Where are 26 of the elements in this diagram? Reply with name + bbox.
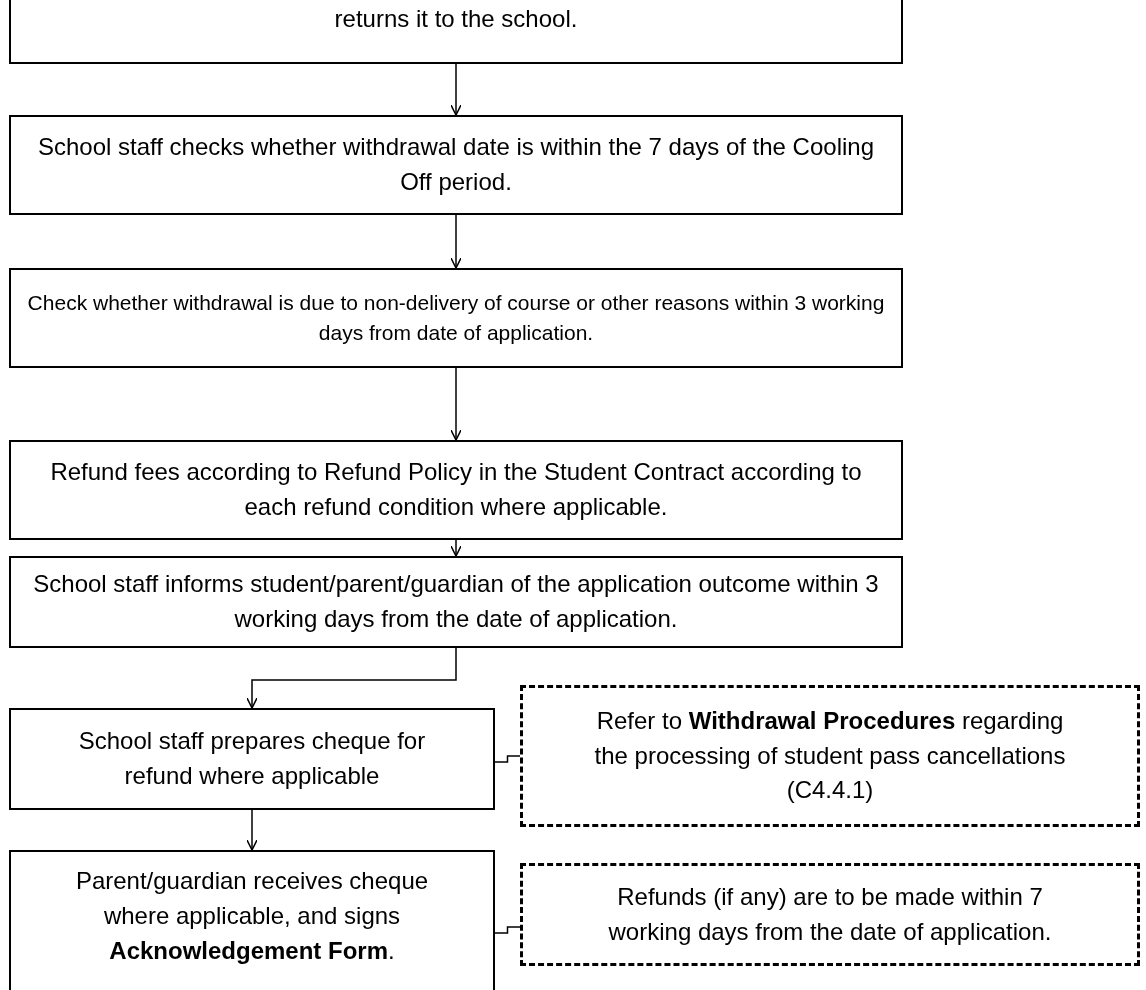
process-box [9, 268, 903, 368]
note-box [520, 685, 1140, 827]
step-text: Refund fees according to Refund Policy in the Student Contract according to each refund condition where applicable. [49, 457, 863, 522]
step-text: School staff prepares cheque for refund where applicable [77, 726, 427, 791]
step-text: returns it to the school. [334, 4, 578, 34]
arrow [450, 539, 462, 557]
arrow [450, 214, 462, 269]
step-text: Refunds (if any) are to be made within 7 working days from the date of application. [607, 881, 1053, 947]
process-box [9, 556, 903, 648]
note-box [520, 863, 1140, 966]
process-box [9, 115, 903, 215]
arrow [246, 647, 457, 709]
step-text: Parent/guardian receives cheque where applicable, and signs Acknowledgement Form. [74, 866, 430, 966]
process-box [9, 440, 903, 540]
process-box [9, 0, 903, 64]
step-text: School staff checks whether withdrawal date is within the 7 days of the Cooling Off period. [37, 132, 875, 197]
step-text: Refer to Withdrawal Procedures regarding the processing of student pass cancellations (C4.4.1) [593, 705, 1067, 806]
arrow [246, 809, 258, 851]
connector-line [494, 926, 521, 934]
step-text: School staff informs student/parent/guardian of the application outcome within 3 working days from the date of application. [32, 569, 880, 634]
process-box [9, 708, 495, 810]
arrow [450, 367, 462, 441]
process-box [9, 850, 495, 990]
step-text: Check whether withdrawal is due to non-delivery of course or other reasons within 3 working days from date of application. [27, 289, 885, 346]
connector-line [494, 755, 521, 763]
arrow [450, 63, 462, 116]
